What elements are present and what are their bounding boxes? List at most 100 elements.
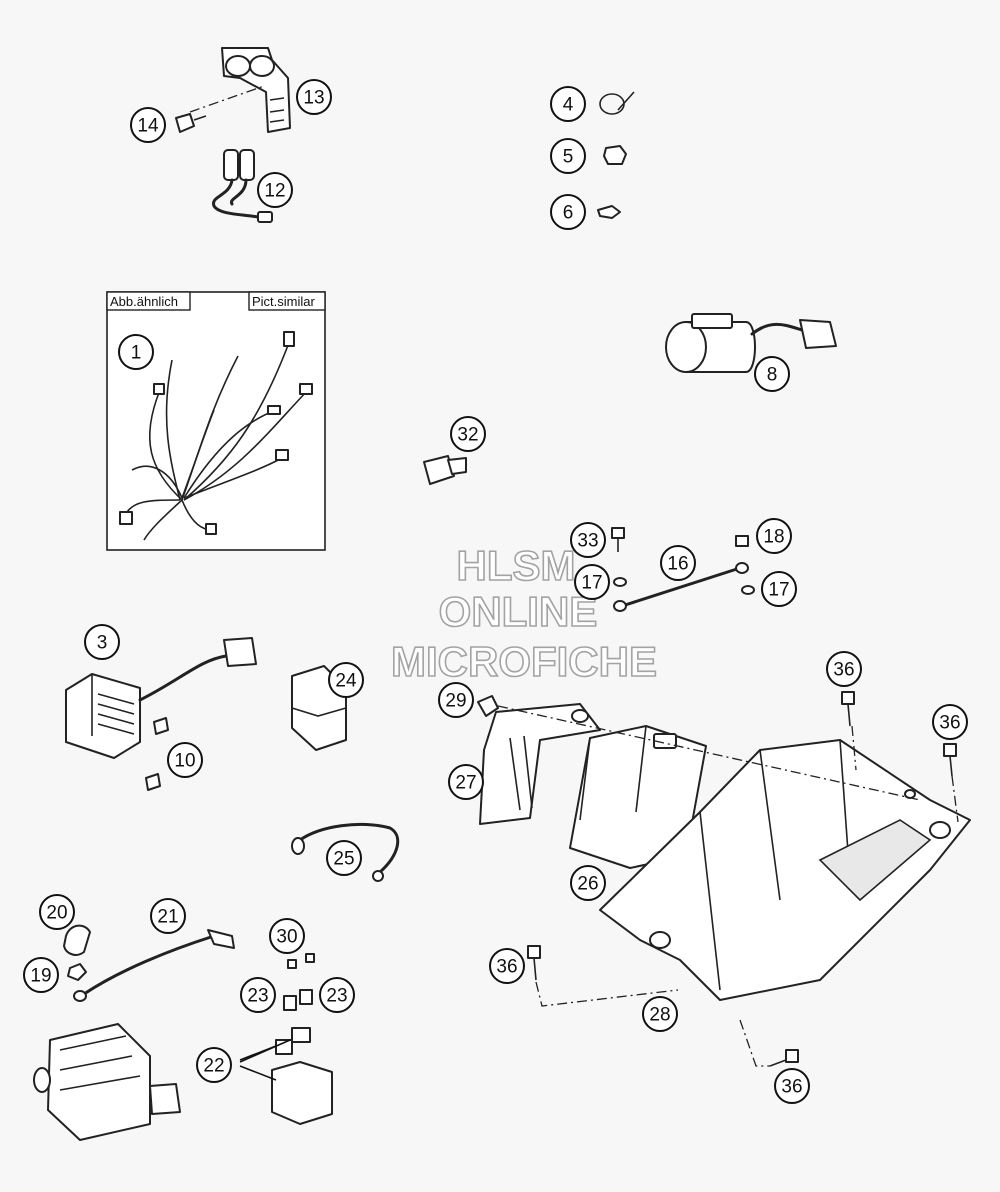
callout-label: 27 (455, 773, 476, 794)
callout-23[interactable]: 23 (240, 977, 276, 1013)
callout-23[interactable]: 23 (319, 977, 355, 1013)
callout-label: 16 (667, 554, 688, 575)
part-5-clip[interactable] (603, 145, 627, 165)
inset-label-right: Pict.similar (252, 294, 316, 309)
part-21-starter-cable[interactable] (73, 929, 235, 1002)
callout-17[interactable]: 17 (761, 571, 797, 607)
callout-14[interactable]: 14 (130, 107, 166, 143)
leader-lines (239, 1039, 291, 1081)
callout-label: 23 (326, 986, 347, 1007)
callout-19[interactable]: 19 (23, 957, 59, 993)
callout-label: 10 (174, 751, 195, 772)
callout-6[interactable]: 6 (550, 194, 586, 230)
callout-29[interactable]: 29 (438, 682, 474, 718)
callout-label: 36 (496, 957, 517, 978)
callout-10[interactable]: 10 (167, 742, 203, 778)
callout-label: 23 (247, 986, 268, 1007)
part-36-screw-bottom[interactable] (769, 1049, 799, 1067)
callout-label: 26 (577, 874, 598, 895)
callout-36[interactable]: 36 (489, 948, 525, 984)
part-32-sensor[interactable] (423, 455, 467, 485)
part-36-screw-left[interactable] (527, 945, 541, 981)
callout-33[interactable]: 33 (570, 522, 606, 558)
part-17-washer-left[interactable] (613, 577, 627, 587)
watermark: HLSM ONLINE MICROFICHE (390, 541, 658, 686)
callout-8[interactable]: 8 (754, 356, 790, 392)
callout-36[interactable]: 36 (826, 651, 862, 687)
callout-label: 3 (97, 633, 108, 654)
part-8-capacitor[interactable] (665, 313, 837, 373)
callout-36[interactable]: 36 (932, 704, 968, 740)
part-6-holder[interactable] (597, 205, 621, 219)
callout-label: 17 (768, 580, 789, 601)
part-23-fuse-right[interactable] (299, 989, 313, 1005)
callout-label: 36 (939, 713, 960, 734)
part-22-relay-fuse-box[interactable] (271, 1027, 333, 1125)
part-36-screw-right[interactable] (943, 743, 957, 777)
wiring-harness-inset[interactable]: Abb.ähnlich Pict.similar (106, 291, 326, 551)
watermark-line-2: ONLINE (439, 588, 598, 635)
part-10-screw-lower[interactable] (145, 773, 161, 791)
callout-26[interactable]: 26 (570, 865, 606, 901)
part-13-connector-bracket[interactable] (221, 47, 291, 133)
part-25-cable[interactable] (291, 822, 400, 882)
callout-label: 33 (577, 531, 598, 552)
callout-label: 18 (763, 527, 784, 548)
part-4-cable-tie[interactable] (599, 91, 635, 115)
callout-25[interactable]: 25 (326, 840, 362, 876)
callout-3[interactable]: 3 (84, 624, 120, 660)
callout-32[interactable]: 32 (450, 416, 486, 452)
callout-label: 1 (131, 343, 142, 364)
callout-24[interactable]: 24 (328, 662, 364, 698)
part-23-fuse-left[interactable] (283, 995, 297, 1011)
inset-label-left: Abb.ähnlich (110, 294, 178, 309)
callout-label: 32 (457, 425, 478, 446)
callout-16[interactable]: 16 (660, 545, 696, 581)
callout-label: 17 (581, 573, 602, 594)
part-16-ground-cable[interactable] (613, 562, 749, 612)
callout-22[interactable]: 22 (196, 1047, 232, 1083)
starter-motor[interactable] (33, 1023, 181, 1141)
callout-label: 4 (563, 95, 574, 116)
part-14-screw[interactable] (175, 113, 207, 133)
callout-12[interactable]: 12 (257, 172, 293, 208)
callout-label: 19 (30, 966, 51, 987)
callout-17[interactable]: 17 (574, 564, 610, 600)
callout-30[interactable]: 30 (269, 918, 305, 954)
callout-36[interactable]: 36 (774, 1068, 810, 1104)
callout-label: 20 (46, 903, 67, 924)
callout-27[interactable]: 27 (448, 764, 484, 800)
callout-label: 21 (157, 907, 178, 928)
callout-label: 12 (264, 181, 285, 202)
callout-18[interactable]: 18 (756, 518, 792, 554)
callout-28[interactable]: 28 (642, 996, 678, 1032)
callout-20[interactable]: 20 (39, 894, 75, 930)
callout-label: 22 (203, 1056, 224, 1077)
callout-4[interactable]: 4 (550, 86, 586, 122)
callout-label: 36 (833, 660, 854, 681)
part-20-cap[interactable] (63, 924, 91, 956)
part-28-battery-case[interactable] (599, 739, 971, 1001)
callout-1[interactable]: 1 (118, 334, 154, 370)
part-18-screw[interactable] (735, 535, 749, 547)
part-12-connector-cable[interactable] (212, 149, 273, 223)
callout-21[interactable]: 21 (150, 898, 186, 934)
part-33-screw[interactable] (611, 527, 625, 552)
callout-label: 30 (276, 927, 297, 948)
part-3-voltage-regulator[interactable] (65, 637, 257, 759)
part-30-fuse-small[interactable] (287, 953, 315, 969)
callout-label: 6 (563, 203, 574, 224)
part-27-battery-holder[interactable] (479, 703, 601, 825)
callout-label: 8 (767, 365, 778, 386)
callout-label: 28 (649, 1005, 670, 1026)
part-19-nut[interactable] (67, 963, 87, 981)
part-36-screw-top[interactable] (841, 691, 855, 727)
part-10-screw-upper[interactable] (153, 717, 169, 735)
watermark-line-3: MICROFICHE (391, 638, 657, 685)
callout-13[interactable]: 13 (296, 79, 332, 115)
part-17-washer-right[interactable] (741, 585, 755, 595)
part-29-nut[interactable] (477, 695, 499, 717)
callout-5[interactable]: 5 (550, 138, 586, 174)
